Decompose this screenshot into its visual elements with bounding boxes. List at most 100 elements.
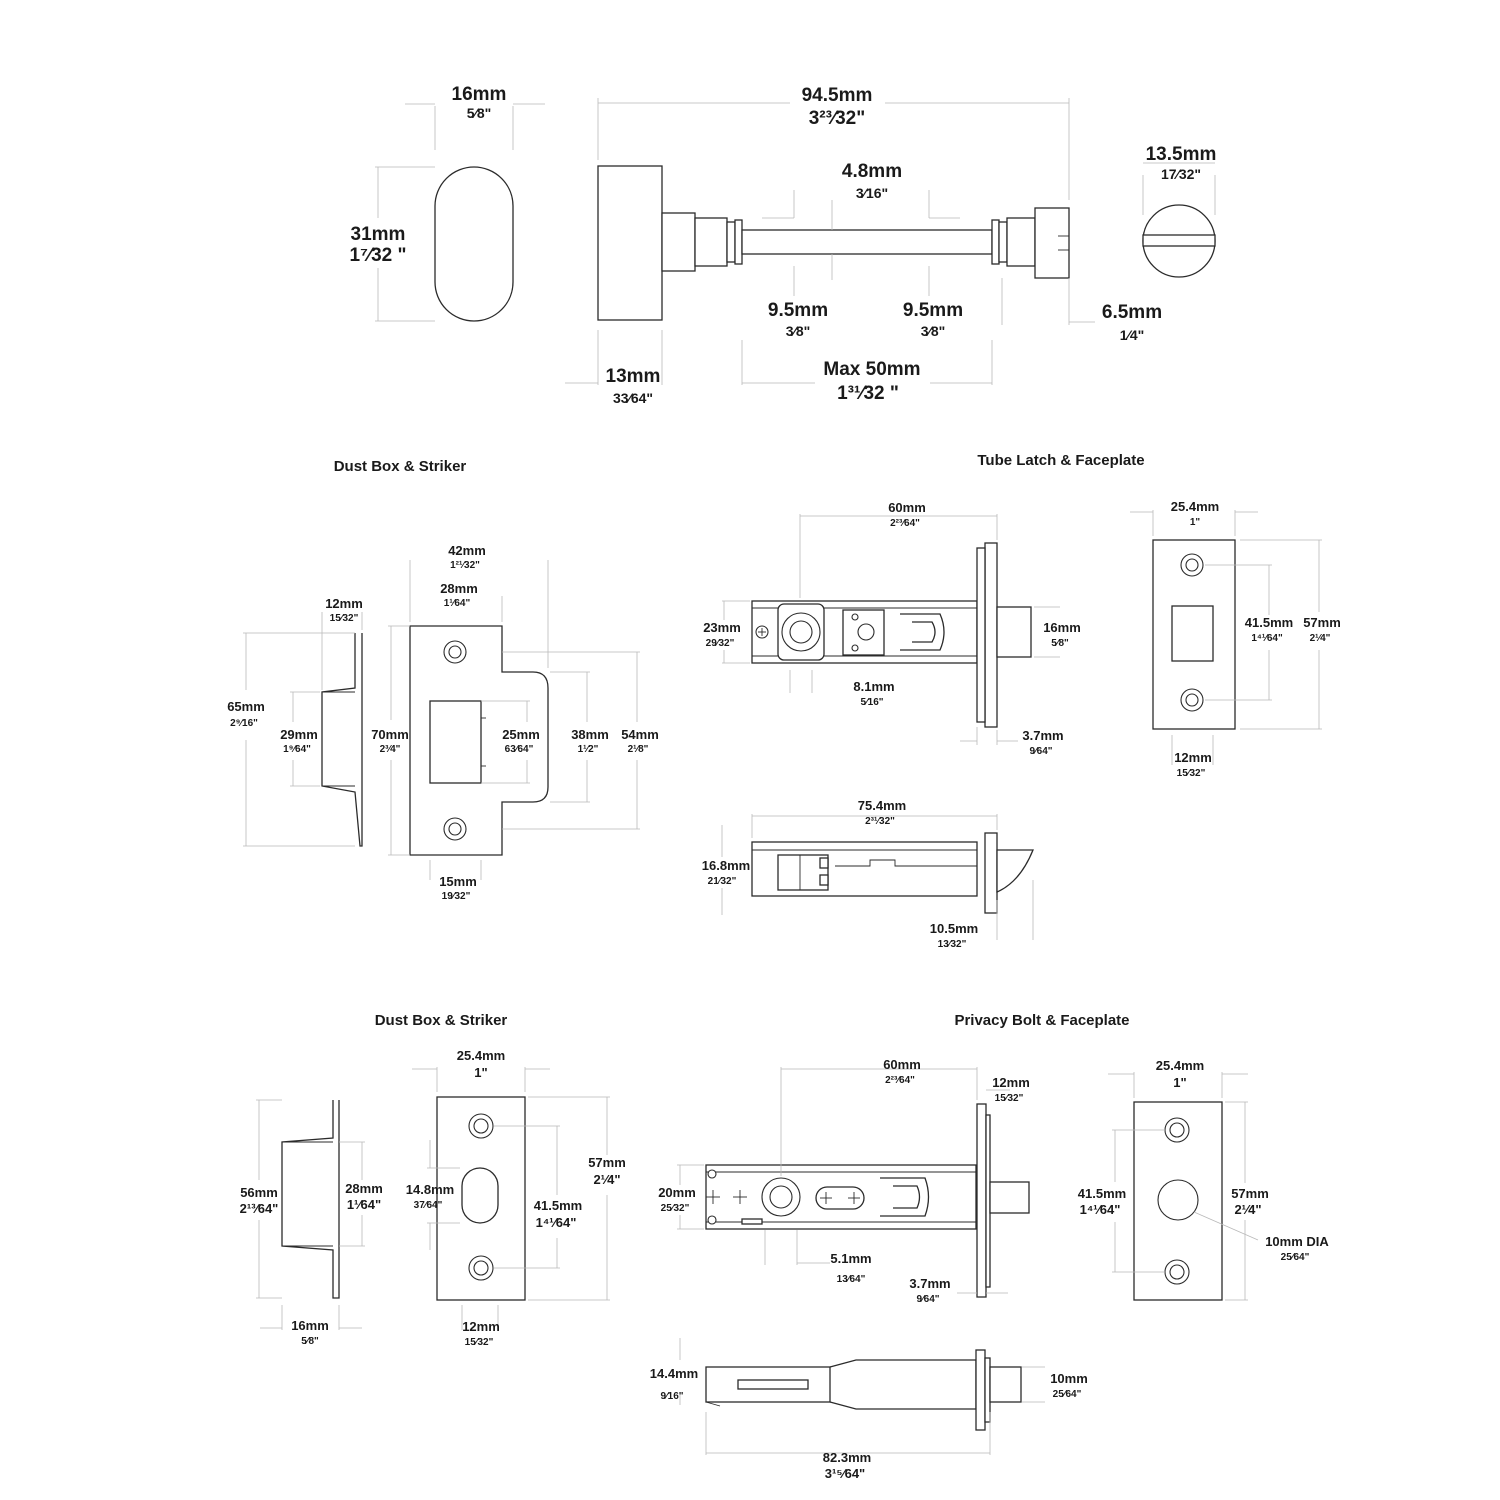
sb-screws-mm: 41.5mm	[534, 1198, 582, 1213]
sb-hole-width-mm: 12mm	[462, 1319, 500, 1334]
turn-height-in: 1⁷⁄32 "	[350, 245, 407, 266]
pb-plate-top-mm: 12mm	[992, 1075, 1030, 1090]
box-height-mm: 65mm	[227, 699, 265, 714]
tl-plate-thk-mm: 3.7mm	[1022, 728, 1063, 743]
window-offset-mm: 15mm	[439, 874, 477, 889]
tl-plate-window-in: 15⁄32"	[1177, 768, 1206, 779]
striker-top-drawing: Dust Box & Striker	[227, 458, 659, 902]
right-collar-in: 3⁄8"	[921, 323, 946, 339]
latch-side-plate	[984, 832, 998, 914]
pb-body-length-mm: 60mm	[883, 1057, 921, 1072]
striker-top-title: Dust Box & Striker	[334, 458, 467, 475]
sb-hole-in: 37⁄64"	[414, 1200, 443, 1211]
sb-box-height-mm: 56mm	[240, 1185, 278, 1200]
plate-height-mm: 70mm	[371, 727, 409, 742]
lip-outer-in: 2¹⁄8"	[628, 744, 649, 755]
plate-width-in: 1²¹⁄32"	[450, 560, 480, 571]
box-depth-mm: 12mm	[325, 596, 363, 611]
pb-bolt-dia-in: 25⁄64"	[1281, 1252, 1310, 1263]
latch-faceplate	[984, 542, 998, 728]
turn-ring	[726, 221, 736, 263]
window-mm: 25mm	[502, 727, 540, 742]
max-door-mm: Max 50mm	[823, 359, 920, 380]
striker-window	[429, 700, 482, 784]
sb-plate-width-in: 1"	[474, 1065, 487, 1080]
tl-throw-mm: 10.5mm	[930, 921, 978, 936]
tl-side-length-in: 2³¹⁄32"	[865, 816, 895, 827]
dust-box-profile	[321, 633, 363, 847]
turn-width-in: 5⁄8"	[467, 105, 492, 121]
pb-body-height-in: 25⁄32"	[661, 1203, 690, 1214]
tl-throw-in: 13⁄32"	[938, 939, 967, 950]
release-ring	[991, 219, 1000, 265]
bolt-side-head	[989, 1366, 1022, 1403]
sb-box-inner-mm: 28mm	[345, 1181, 383, 1196]
pb-bolt-dia-mm: 10mm DIA	[1265, 1234, 1329, 1249]
dust-box-bottom-profile	[281, 1100, 340, 1299]
pb-bolt-height-in: 25⁄64"	[1053, 1389, 1082, 1400]
release-collar	[1006, 217, 1036, 267]
tl-plate-screws-in: 1⁴¹⁄64"	[1251, 633, 1283, 644]
sb-hole-width-in: 15⁄32"	[465, 1337, 494, 1348]
tl-body-length-mm: 60mm	[888, 500, 926, 515]
tl-plate-screws-mm: 41.5mm	[1245, 615, 1293, 630]
bolt-head	[989, 1181, 1030, 1214]
release-slot	[1142, 234, 1216, 247]
spindle-bar	[741, 229, 993, 255]
sb-plate-height-mm: 57mm	[588, 1155, 626, 1170]
sb-hole-mm: 14.8mm	[406, 1182, 454, 1197]
bolt-faceplate-hole	[1157, 1179, 1199, 1221]
pb-side-height-mm: 14.4mm	[650, 1366, 698, 1381]
overall-length-in: 3²³⁄32"	[809, 108, 866, 129]
pb-plate-width-in: 1"	[1173, 1075, 1186, 1090]
pb-side-length-in: 3¹⁵⁄64"	[825, 1466, 865, 1481]
end-cap-in: 1⁄4"	[1120, 327, 1145, 343]
turn-neck	[661, 212, 696, 272]
window-in: 63⁄64"	[505, 744, 534, 755]
lip-outer-mm: 54mm	[621, 727, 659, 742]
release-end-cap	[1034, 207, 1070, 279]
max-door-in: 1³¹⁄32 "	[837, 383, 899, 404]
tl-spindle-in: 5⁄16"	[860, 697, 883, 708]
pb-spindle-mm: 5.1mm	[830, 1251, 871, 1266]
pb-body-length-in: 2²³⁄64"	[885, 1075, 915, 1086]
left-collar-mm: 9.5mm	[768, 300, 828, 321]
privacy-bolt-title: Privacy Bolt & Faceplate	[954, 1012, 1129, 1029]
box-inner-in: 1⁹⁄64"	[283, 744, 311, 755]
sb-box-inner-in: 1¹⁄64"	[347, 1197, 381, 1212]
plate-body-in: 1¹⁄64"	[444, 598, 471, 609]
striker-bottom-drawing: Dust Box & Striker 25.4mm 1" 56mm	[240, 1012, 626, 1348]
turn-ring-2	[734, 219, 743, 265]
tl-body-length-in: 2²³⁄64"	[890, 518, 920, 529]
tube-latch-title: Tube Latch & Faceplate	[977, 452, 1144, 469]
tl-plate-width-in: 1"	[1190, 517, 1201, 528]
release-ring-2	[998, 221, 1008, 263]
pb-bolt-height-mm: 10mm	[1050, 1371, 1088, 1386]
tl-plate-thk-in: 9⁄64"	[1029, 746, 1052, 757]
tl-plate-window-mm: 12mm	[1174, 750, 1212, 765]
tube-latch-drawing: Tube Latch & Faceplate	[702, 452, 1341, 950]
tl-body-height-mm: 23mm	[703, 620, 741, 635]
rose-depth-in: 33⁄64"	[613, 390, 653, 406]
pb-body-height-mm: 20mm	[658, 1185, 696, 1200]
tl-side-height-mm: 16.8mm	[702, 858, 750, 873]
striker-bottom-hole	[461, 1167, 499, 1224]
plate-body-mm: 28mm	[440, 581, 478, 596]
tl-plate-width-mm: 25.4mm	[1171, 499, 1219, 514]
oval-turn-knob	[434, 166, 514, 322]
plate-width-mm: 42mm	[448, 543, 486, 558]
spindle-in: 3⁄16"	[856, 185, 888, 201]
pb-side-height-in: 9⁄16"	[660, 1391, 683, 1402]
bolt-side-plate	[975, 1349, 986, 1431]
tl-side-height-in: 21⁄32"	[708, 876, 737, 887]
overall-length-mm: 94.5mm	[802, 85, 873, 106]
left-collar-in: 3⁄8"	[786, 323, 811, 339]
bolt-faceplate	[976, 1103, 987, 1298]
turn-collar	[694, 217, 728, 267]
turn-width-mm: 16mm	[452, 84, 507, 105]
pb-side-length-mm: 82.3mm	[823, 1450, 871, 1465]
pb-plate-top-in: 15⁄32"	[995, 1093, 1024, 1104]
pb-plate-thk-in: 9⁄64"	[916, 1294, 939, 1305]
box-inner-mm: 29mm	[280, 727, 318, 742]
turn-height-mm: 31mm	[351, 224, 406, 245]
